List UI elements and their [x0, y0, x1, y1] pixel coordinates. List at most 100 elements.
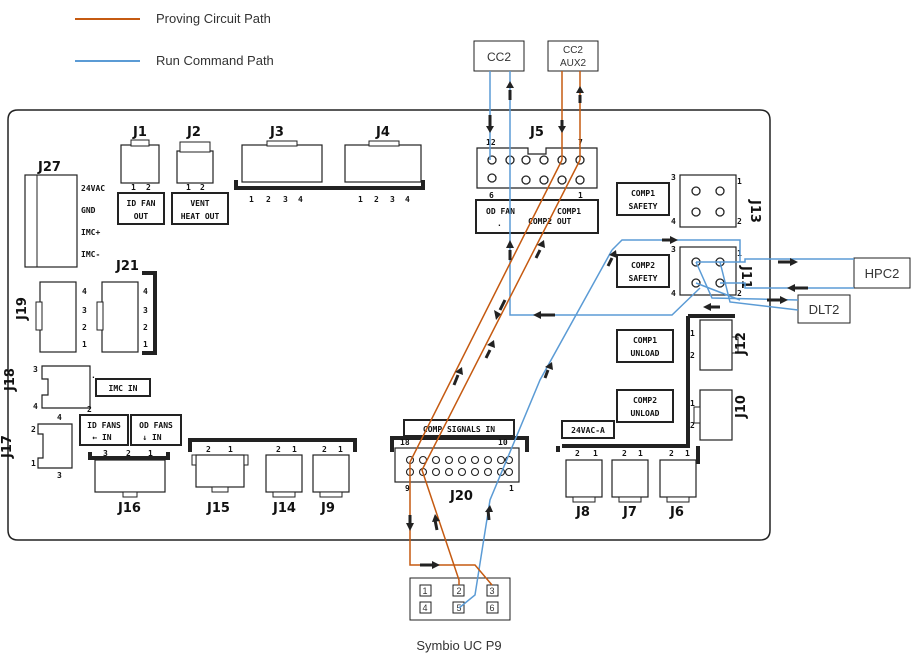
symbio-p9-label: Symbio UC P9 [416, 638, 501, 653]
svg-text:3: 3 [671, 245, 676, 254]
svg-text:1: 1 [31, 459, 36, 468]
svg-text:COMP SIGNALS IN: COMP SIGNALS IN [423, 425, 495, 434]
svg-text:2: 2 [374, 195, 379, 204]
svg-text:1: 1 [143, 340, 148, 349]
svg-text:2: 2 [200, 183, 205, 192]
svg-text:2: 2 [669, 449, 674, 458]
svg-text:ID FAN: ID FAN [127, 199, 156, 208]
svg-text:4: 4 [33, 402, 38, 411]
svg-text:4: 4 [422, 603, 427, 613]
connector-j13: COMP1 SAFETY 3 1 4 2 J13 [616, 173, 762, 228]
svg-text:J21: J21 [115, 259, 139, 274]
connector-j4: J4 1 2 3 4 [344, 125, 422, 204]
svg-text:OUT: OUT [134, 212, 149, 221]
svg-text:J27: J27 [37, 160, 61, 175]
dlt2-label: DLT2 [809, 302, 840, 317]
svg-text:1: 1 [186, 183, 191, 192]
svg-text:1: 1 [358, 195, 363, 204]
svg-text:HEAT OUT: HEAT OUT [181, 212, 220, 221]
svg-text:.: . [497, 219, 502, 228]
od-fans-in-label-1: OD FANS [139, 421, 173, 430]
svg-text:J6: J6 [669, 505, 684, 520]
svg-text:3: 3 [57, 471, 62, 480]
svg-text:1: 1 [638, 449, 643, 458]
cc2-aux2-label-2: AUX2 [560, 58, 587, 69]
connector-j21: J21 4 3 2 1 [96, 259, 157, 355]
svg-text:J9: J9 [320, 501, 335, 516]
svg-text:COMP2 OUT: COMP2 OUT [528, 217, 572, 226]
vac-a-label: 24VAC-A [571, 426, 605, 435]
svg-text:3: 3 [671, 173, 676, 182]
svg-text:24VAC: 24VAC [81, 184, 105, 193]
svg-text:4: 4 [671, 289, 676, 298]
connector-j19: 4 3 2 1 J19 [15, 281, 87, 353]
svg-text:.: . [91, 371, 96, 380]
svg-text:3: 3 [143, 306, 148, 315]
svg-text:1: 1 [338, 445, 343, 454]
svg-text:1: 1 [509, 484, 514, 493]
svg-text:3: 3 [283, 195, 288, 204]
legend: Proving Circuit Path Run Command Path [75, 11, 274, 68]
vac-a-box [561, 420, 615, 439]
svg-text:J4: J4 [375, 125, 390, 140]
board-trace-j6-j8 [556, 446, 700, 464]
svg-text:3: 3 [489, 586, 494, 596]
svg-text:2: 2 [143, 323, 148, 332]
svg-text:4: 4 [671, 217, 676, 226]
connector-j12: COMP1 UNLOAD 1 2 J12 [616, 319, 749, 371]
svg-text:OD FAN: OD FAN [486, 207, 515, 216]
connector-j2: J2 1 2 VENT HEAT OUT [171, 125, 229, 225]
connector-j18: 3 . 4 2 J18 IMC IN [3, 365, 151, 414]
svg-text:J3: J3 [269, 125, 284, 140]
svg-text:J14: J14 [272, 501, 296, 516]
svg-text:1: 1 [593, 449, 598, 458]
svg-text:3: 3 [103, 449, 108, 458]
hpc2-box [853, 257, 911, 289]
svg-text:1: 1 [249, 195, 254, 204]
svg-text:3: 3 [33, 365, 38, 374]
svg-text:IMC+: IMC+ [81, 228, 100, 237]
svg-text:J12: J12 [734, 332, 749, 356]
svg-text:VENT: VENT [190, 199, 209, 208]
svg-text:1: 1 [690, 329, 695, 338]
path-arrows [406, 81, 808, 569]
connector-j9: 2 1 J9 [312, 445, 350, 516]
cc2-label: CC2 [487, 50, 511, 64]
connector-j1: J1 1 2 ID FAN OUT [117, 125, 165, 225]
board-trace-right [562, 316, 690, 448]
svg-text:1: 1 [737, 177, 742, 186]
svg-text:J5: J5 [529, 125, 544, 140]
svg-text:J8: J8 [575, 505, 590, 520]
svg-text:2: 2 [276, 445, 281, 454]
svg-text:J7: J7 [622, 505, 637, 520]
svg-text:UNLOAD: UNLOAD [631, 349, 660, 358]
proving-circuit-path [409, 71, 581, 586]
svg-text:1: 1 [578, 191, 583, 200]
svg-text:2: 2 [146, 183, 151, 192]
cc2-aux2-box [547, 40, 599, 72]
connector-j10: COMP2 UNLOAD 1 2 J10 [616, 389, 749, 441]
svg-text:4: 4 [82, 287, 87, 296]
svg-text:1: 1 [131, 183, 136, 192]
od-fans-in-label-2: ↓ IN [142, 433, 161, 442]
svg-text:1: 1 [690, 399, 695, 408]
svg-text:18: 18 [400, 438, 410, 447]
svg-text:COMP1: COMP1 [633, 336, 657, 345]
svg-text:J10: J10 [734, 395, 749, 419]
id-fans-in-label-2: ← IN [92, 433, 111, 442]
svg-text:1: 1 [292, 445, 297, 454]
svg-text:2: 2 [126, 449, 131, 458]
svg-text:2: 2 [31, 425, 36, 434]
svg-text:IMC-: IMC- [81, 250, 100, 259]
cc2-aux2-label-1: CC2 [563, 45, 583, 56]
svg-text:J19: J19 [15, 297, 30, 321]
connector-j20: COMP SIGNALS IN 18 10 9 1 J20 [390, 419, 529, 504]
svg-text:2: 2 [322, 445, 327, 454]
svg-text:9: 9 [405, 484, 410, 493]
svg-text:SAFETY: SAFETY [629, 202, 658, 211]
svg-text:UNLOAD: UNLOAD [631, 409, 660, 418]
